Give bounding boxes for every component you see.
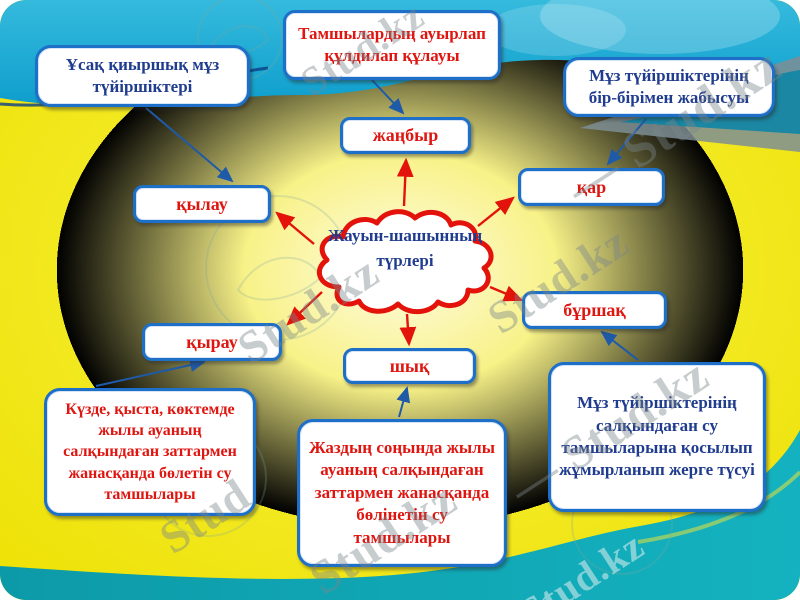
arrow-desc-top-left-to-qylau xyxy=(145,107,234,183)
arrow-center-to-janbyr xyxy=(396,157,414,207)
desc-top-left-label: Ұсақ қиыршық мұз түйіршіктері xyxy=(65,54,220,96)
desc-box-bottom-center: Жаздың соңында жылы ауаның салқындаған з… xyxy=(297,419,507,567)
type-box-shyq: шық xyxy=(343,348,476,384)
desc-bottom-center-label: Жаздың соңында жылы ауаның салқындаған з… xyxy=(309,437,495,547)
arrow-desc-top-right-to-qar xyxy=(606,118,647,166)
type-box-qylau: қылау xyxy=(133,185,271,223)
type-burshaq-label: бұршақ xyxy=(563,299,626,320)
arrow-center-to-qyrau xyxy=(286,291,323,326)
type-box-janbyr: жаңбыр xyxy=(340,117,471,154)
type-shyq-label: шық xyxy=(389,355,430,376)
central-cloud-shape xyxy=(316,209,494,315)
arrow-center-to-burshaq xyxy=(489,285,524,302)
desc-bottom-right-label: Мұз түйіршіктерінің салқындаған су тамшы… xyxy=(559,393,755,480)
bottom-teal-band xyxy=(0,430,800,600)
type-qylau-label: қылау xyxy=(176,193,228,214)
desc-box-top-left: Ұсақ қиыршық мұз түйіршіктері xyxy=(35,45,250,107)
white-swoosh xyxy=(486,4,626,56)
yellow-swoosh-line xyxy=(637,470,800,544)
type-box-burshaq: бұршақ xyxy=(522,291,667,329)
type-janbyr-label: жаңбыр xyxy=(372,125,439,145)
arrow-desc-bottom-center-to-shyq xyxy=(396,386,411,418)
desc-box-top: Тамшылардың ауырлап құлдилап құлауы xyxy=(283,10,501,80)
desc-bottom-left-label: Күзде, қыста, көктемде жылы ауаның салқы… xyxy=(63,401,237,503)
central-topic-label: Жауын-шашынның түрлері xyxy=(327,226,483,270)
arrow-desc-bottom-right-to-burshaq xyxy=(600,330,639,361)
type-box-qar: қар xyxy=(518,168,665,206)
white-swoosh xyxy=(540,0,780,54)
desc-box-top-right: Мұз түйіршіктерінің бір-бірімен жабысуы xyxy=(563,57,775,117)
arrow-desc-bottom-left-to-qyrau xyxy=(95,358,206,387)
arrow-center-to-qylau xyxy=(275,211,315,245)
arrow-center-to-qar xyxy=(477,196,515,227)
desc-top-right-label: Мұз түйіршіктерінің бір-бірімен жабысуы xyxy=(588,65,750,107)
type-qyrau-label: қырау xyxy=(186,331,238,352)
type-qar-label: қар xyxy=(576,176,607,197)
desc-box-bottom-right: Мұз түйіршіктерінің салқындаған су тамшы… xyxy=(548,362,766,512)
arrow-center-to-shyq xyxy=(399,313,417,347)
arrow-desc-top-to-janbyr xyxy=(371,79,405,115)
type-box-qyrau: қырау xyxy=(142,323,282,361)
desc-top-label: Тамшылардың ауырлап құлдилап құлауы xyxy=(298,23,486,65)
desc-box-bottom-left: Күзде, қыста, көктемде жылы ауаның салқы… xyxy=(44,388,256,516)
